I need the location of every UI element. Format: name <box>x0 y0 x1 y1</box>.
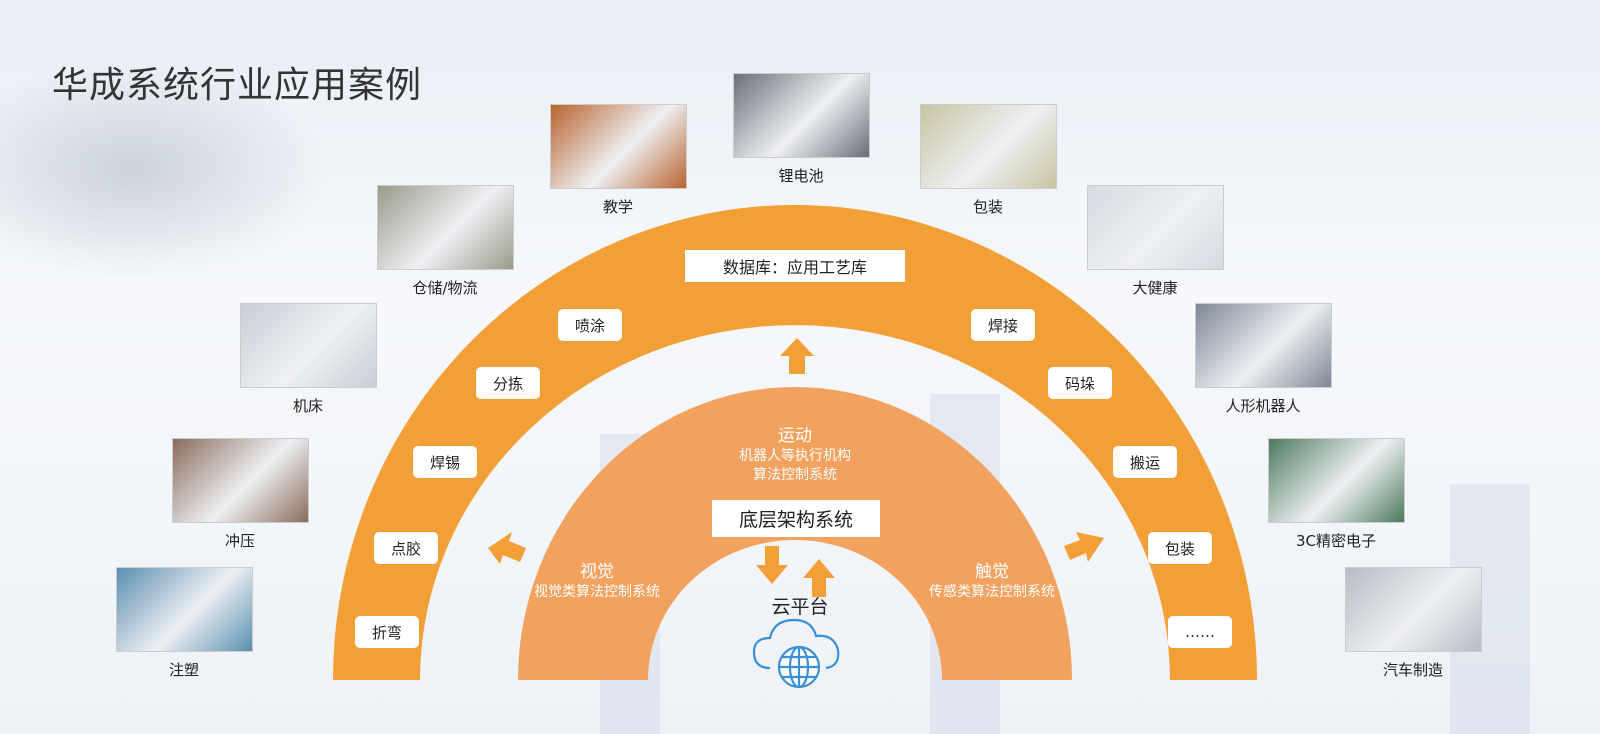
application-label: 点胶 <box>374 532 438 564</box>
case-caption: 仓储/物流 <box>412 279 478 297</box>
base-system-box: 底层架构系统 <box>712 500 880 537</box>
arrow-up-icon <box>803 559 835 597</box>
robot-hand-background <box>0 60 330 280</box>
case-caption: 锂电池 <box>778 167 824 185</box>
database-box: 数据库：应用工艺库 <box>685 250 905 282</box>
case-caption: 教学 <box>602 198 634 216</box>
case-caption: 3C精密电子 <box>1295 532 1377 550</box>
application-label: 包装 <box>1148 532 1212 564</box>
arrow-down-icon <box>756 546 788 584</box>
application-label: 搬运 <box>1113 446 1177 478</box>
case-photo <box>1268 438 1405 523</box>
application-label: 焊锡 <box>413 446 477 478</box>
motion-line1: 机器人等执行机构 <box>739 448 851 464</box>
case-caption: 汽车制造 <box>1382 661 1444 679</box>
page-title: 华成系统行业应用案例 <box>52 65 423 106</box>
application-label: 码垛 <box>1048 367 1112 399</box>
touch-desc: 传感类算法控制系统 <box>929 584 1055 600</box>
vision-title: 视觉 <box>580 562 614 582</box>
case-photo <box>1087 185 1224 270</box>
application-label: 分拣 <box>476 367 540 399</box>
case-photo <box>920 104 1057 189</box>
cloud-platform-label: 云平台 <box>771 596 829 618</box>
case-photo <box>116 567 253 652</box>
case-photo <box>733 73 870 158</box>
vision-desc: 视觉类算法控制系统 <box>534 584 660 600</box>
application-label: …… <box>1168 616 1232 648</box>
motion-line2: 算法控制系统 <box>753 467 837 483</box>
case-photo <box>172 438 309 523</box>
case-photo <box>1195 303 1332 388</box>
case-photo <box>1345 567 1482 652</box>
case-caption: 大健康 <box>1132 279 1178 297</box>
case-caption: 机床 <box>292 397 324 415</box>
touch-title: 触觉 <box>975 562 1009 582</box>
application-label: 焊接 <box>971 309 1035 341</box>
arrow-up-left-icon <box>488 532 526 564</box>
arrow-up-right-icon <box>1064 532 1104 562</box>
case-photo <box>377 185 514 270</box>
application-label: 折弯 <box>355 616 419 648</box>
case-photo <box>240 303 377 388</box>
case-caption: 人形机器人 <box>1225 397 1301 415</box>
case-caption: 注塑 <box>168 661 200 679</box>
application-label: 喷涂 <box>558 309 622 341</box>
motion-title: 运动 <box>778 426 812 446</box>
arrow-up-icon <box>780 338 814 374</box>
case-caption: 包装 <box>972 198 1004 216</box>
case-photo <box>550 104 687 189</box>
cloud-globe-icon <box>752 618 840 689</box>
case-caption: 冲压 <box>224 532 256 550</box>
